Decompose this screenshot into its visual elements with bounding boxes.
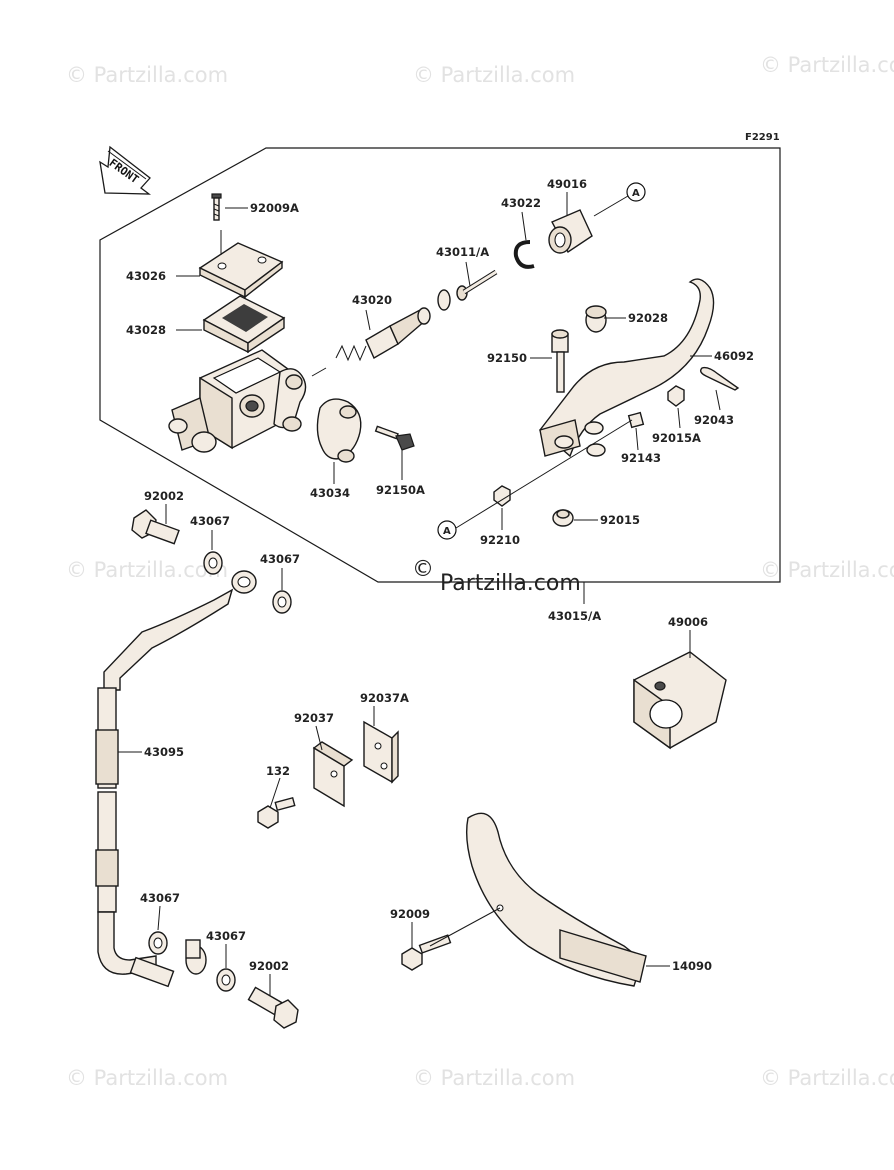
label-49016: 49016: [547, 177, 587, 191]
label-43034: 43034: [310, 486, 350, 500]
svg-text:©: ©: [412, 557, 434, 582]
diaphragm-43028: [202, 295, 286, 354]
label-43028: 43028: [126, 323, 166, 337]
washer-43067-2: [272, 590, 292, 614]
label-43022: 43022: [501, 196, 541, 210]
watermark: © Partzilla.com: [66, 63, 228, 87]
label-43067-4: 43067: [206, 929, 246, 943]
label-92009A: 92009A: [250, 201, 299, 215]
part-labels: 92009A 43026 43028 43020 43011/A 43022 4…: [126, 177, 754, 973]
watermark: © Partzilla.com: [66, 558, 228, 582]
label-49006: 49006: [668, 615, 708, 629]
svg-text:A: A: [632, 188, 640, 199]
label-43067-1: 43067: [190, 514, 230, 528]
center-watermark: © Partzilla.com: [412, 557, 581, 596]
label-92015A: 92015A: [652, 431, 701, 445]
washer-43067-4: [216, 968, 236, 992]
watermark: © Partzilla.com: [760, 1066, 894, 1090]
bolt-92150: [551, 329, 569, 393]
nut-92210: [493, 485, 511, 507]
label-92210: 92210: [480, 533, 520, 547]
lever-46092: [539, 278, 715, 458]
leader-lines-lower: [118, 504, 691, 996]
screw-92009A: [211, 193, 222, 221]
boot-49016: [548, 209, 593, 254]
front-arrow-icon: FRONT: [99, 145, 152, 195]
label-92015: 92015: [600, 513, 640, 527]
assembly-frame: [99, 147, 781, 583]
clamp-43034: [316, 398, 362, 463]
brake-hose-43095: [95, 570, 257, 988]
ref-marker-a-top: A: [626, 182, 646, 202]
label-43095: 43095: [144, 745, 184, 759]
holder-49006: [633, 651, 727, 750]
collar-92143: [627, 411, 645, 429]
label-43067-3: 43067: [140, 891, 180, 905]
leader-lines: [176, 192, 721, 604]
label-92002-top: 92002: [144, 489, 184, 503]
label-43067-2: 43067: [260, 552, 300, 566]
label-92002-bottom: 92002: [249, 959, 289, 973]
label-92009: 92009: [390, 907, 430, 921]
label-92043: 92043: [694, 413, 734, 427]
figure-code: F2291: [745, 132, 780, 143]
nut-92015: [552, 509, 574, 527]
label-43026: 43026: [126, 269, 166, 283]
bolt-132: [257, 796, 296, 829]
guard-14090: [465, 812, 647, 987]
label-92143: 92143: [621, 451, 661, 465]
svg-text:A: A: [443, 526, 451, 537]
master-cylinder-body: [168, 349, 307, 453]
bolt-92009: [401, 934, 452, 971]
collar-92028: [585, 305, 607, 333]
watermark: © Partzilla.com: [66, 1066, 228, 1090]
watermark: © Partzilla.com: [413, 1066, 575, 1090]
banjo-bolt-92002-top: [131, 509, 180, 545]
label-43015A: 43015/A: [548, 609, 601, 623]
piston-43020: [335, 307, 431, 362]
label-92028: 92028: [628, 311, 668, 325]
reservoir-cap-43026: [198, 242, 284, 299]
label-46092: 46092: [714, 349, 754, 363]
circlip-43022: [513, 240, 535, 269]
label-132: 132: [266, 764, 290, 778]
watermarks: © Partzilla.com © Partzilla.com © Partzi…: [66, 53, 894, 1090]
label-92037: 92037: [294, 711, 334, 725]
nut-92015A: [667, 385, 685, 407]
washer-43067-1: [203, 551, 223, 575]
label-43020: 43020: [352, 293, 392, 307]
bolt-92150A: [374, 425, 415, 451]
label-92150A: 92150A: [376, 483, 425, 497]
label-43011A: 43011/A: [436, 245, 489, 259]
label-92150: 92150: [487, 351, 527, 365]
svg-text:Partzilla.com: Partzilla.com: [440, 571, 581, 596]
hose-clamp-92037: [312, 741, 354, 808]
label-14090: 14090: [672, 959, 712, 973]
hose-clamp-92037A: [363, 720, 399, 784]
cotter-pin-92043: [699, 366, 740, 391]
label-92037A: 92037A: [360, 691, 409, 705]
watermark: © Partzilla.com: [760, 558, 894, 582]
washer-43067-3: [148, 931, 168, 955]
pushrod-43011A: [437, 269, 498, 311]
watermark: © Partzilla.com: [413, 63, 575, 87]
ref-marker-a-bottom: A: [437, 520, 457, 540]
watermark: © Partzilla.com: [760, 53, 894, 77]
banjo-bolt-92002-bottom: [247, 986, 299, 1029]
